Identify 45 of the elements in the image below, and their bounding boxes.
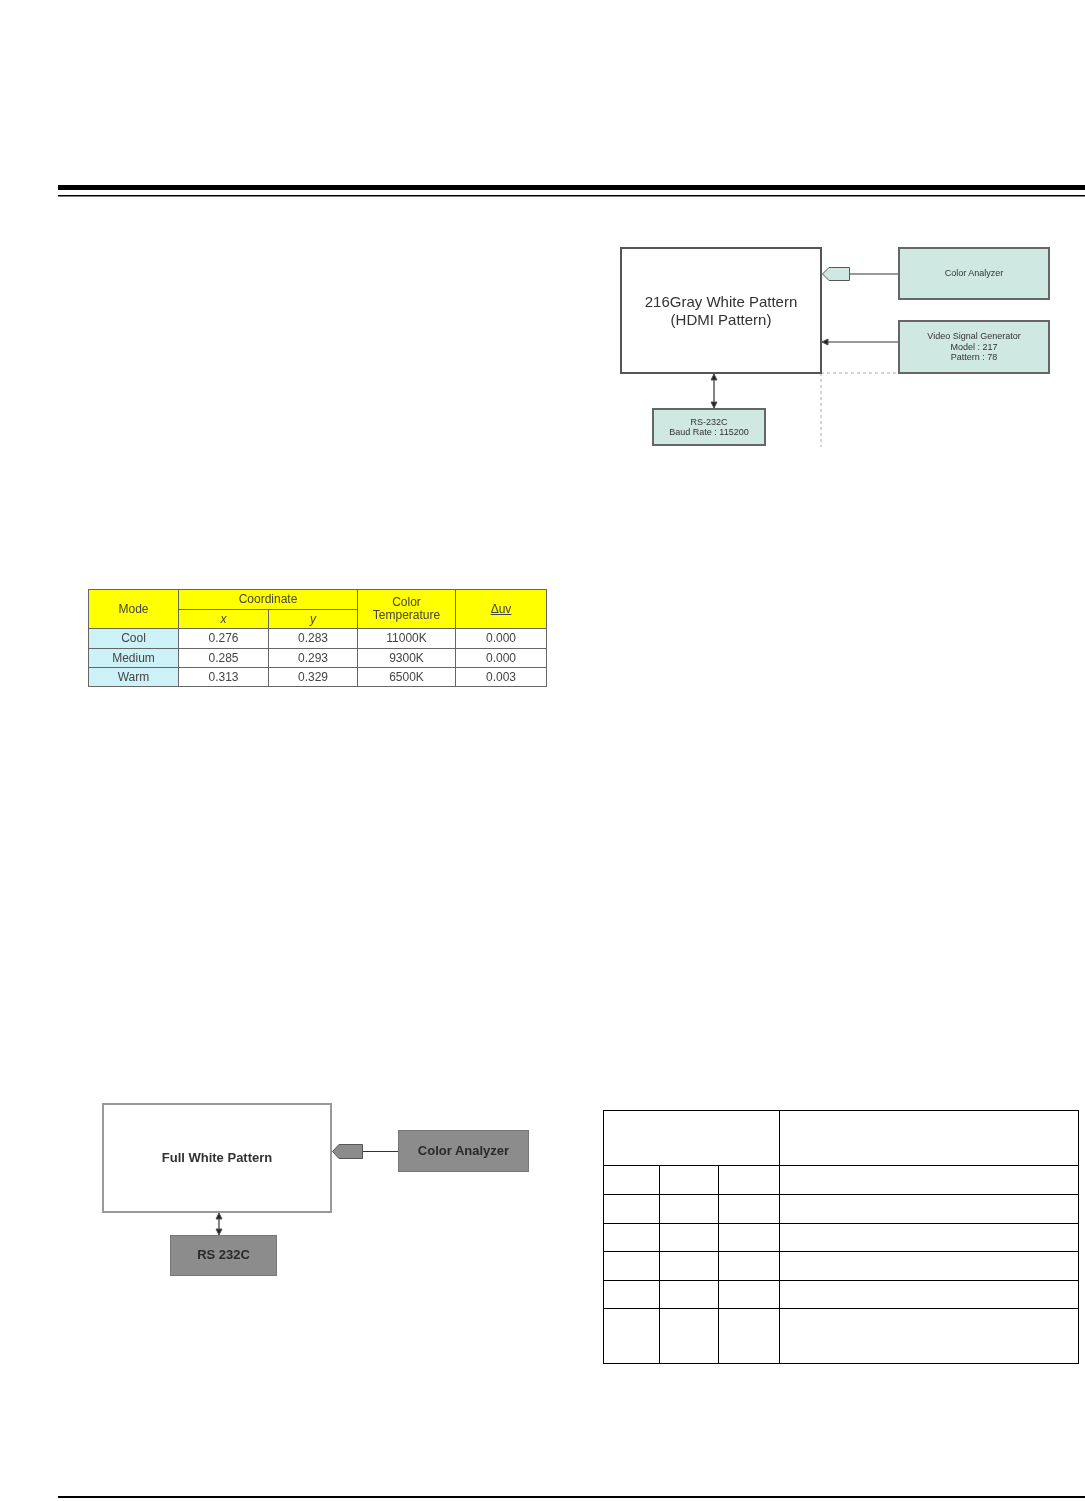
table-cell: 0.276 — [179, 629, 268, 648]
table-cell: Cool — [89, 629, 178, 648]
table-cell: 0.283 — [269, 629, 357, 648]
node-label: RS 232C — [197, 1248, 250, 1263]
pattern-box — [102, 1103, 332, 1213]
table-cell: 0.000 — [456, 649, 546, 667]
header-cell: Δuv — [456, 590, 546, 628]
probe-icon — [822, 267, 850, 281]
table-cell: 0.329 — [269, 668, 357, 686]
table-cell: Medium — [89, 649, 178, 667]
header-cell: y — [269, 610, 357, 628]
device-box — [398, 1130, 529, 1172]
table-cell: 0.003 — [456, 668, 546, 686]
table-cell: 0.285 — [179, 649, 268, 667]
device-box — [898, 247, 1050, 300]
node-label: Video Signal Generator — [927, 331, 1021, 342]
table-cell: 11000K — [358, 629, 455, 648]
pattern-box — [620, 247, 822, 374]
connector — [362, 1150, 399, 1153]
node-label: Full White Pattern — [161, 1150, 273, 1166]
node-label: Model : 217 — [950, 341, 998, 353]
node-label: Pattern : 78 — [950, 352, 998, 363]
node-label: Color Analyzer — [417, 1143, 510, 1159]
connector — [849, 273, 899, 275]
table-cell: 0.293 — [269, 649, 357, 667]
node-label: Baud Rate : 115200 — [669, 427, 749, 438]
table-cell: 6500K — [358, 668, 455, 686]
header-cell: Coordinate — [179, 590, 357, 609]
header-cell: x — [179, 610, 268, 628]
connector — [710, 373, 718, 409]
interface-box — [170, 1235, 277, 1276]
interface-box — [652, 408, 766, 446]
node-label: RS-232C — [690, 416, 728, 427]
node-label: 216Gray White Pattern (HDMI Pattern) — [643, 293, 799, 328]
table-cell: Warm — [89, 668, 178, 686]
connector — [821, 338, 899, 346]
header-cell: Color Temperature — [358, 590, 455, 628]
table-cell: 9300K — [358, 649, 455, 667]
header-cell: Mode — [89, 590, 178, 628]
node-label: Color Analyzer — [944, 268, 1004, 279]
probe-icon — [332, 1144, 363, 1159]
table-cell: 0.313 — [179, 668, 268, 686]
table-cell: 0.000 — [456, 629, 546, 648]
device-box — [898, 320, 1050, 374]
connector — [215, 1212, 223, 1236]
